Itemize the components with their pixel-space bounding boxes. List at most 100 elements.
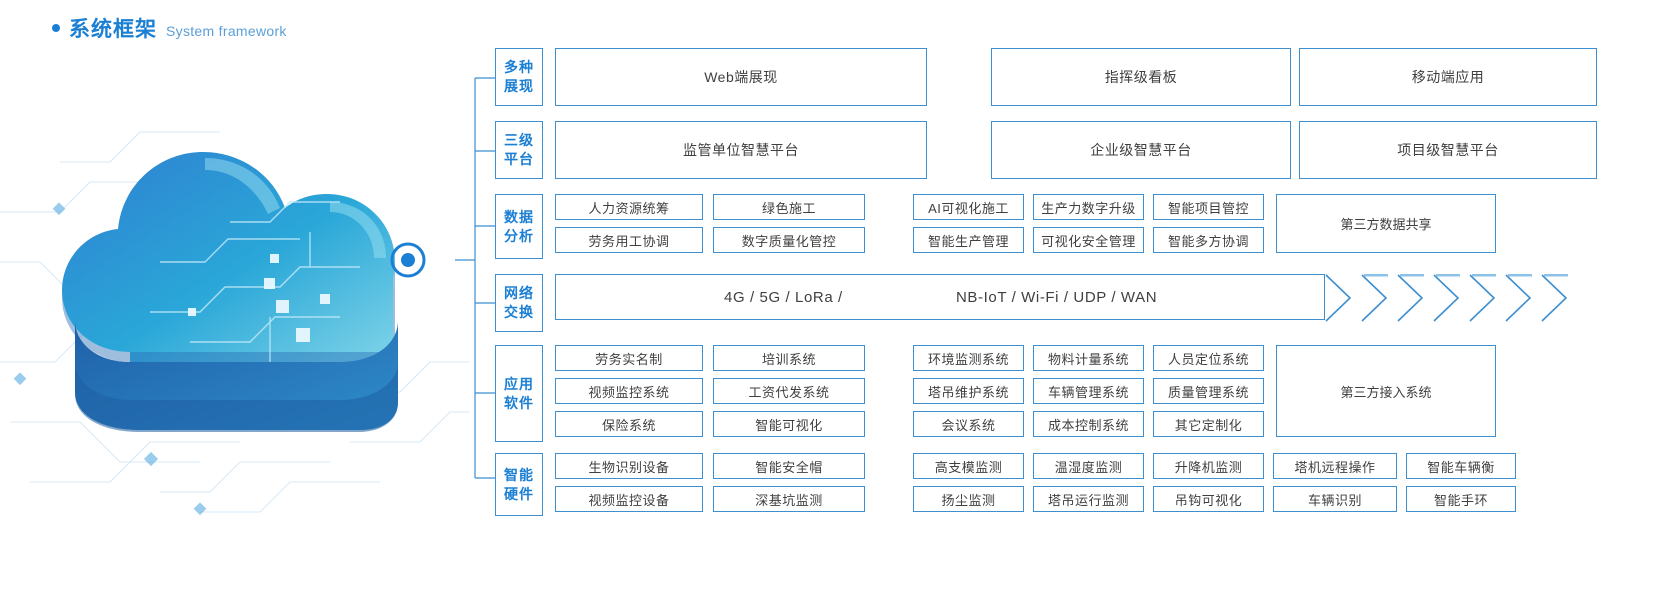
cell-digital-quality[interactable]: 数字质量化管控 (713, 227, 865, 253)
group-green: 绿色施工 数字质量化管控 (713, 194, 865, 259)
cell-temp-humidity-monitor[interactable]: 温湿度监测 (1033, 453, 1144, 479)
cell-video-monitor-dev[interactable]: 视频监控设备 (555, 486, 703, 512)
cell-meeting-sys[interactable]: 会议系统 (913, 411, 1024, 437)
cell-insurance-sys[interactable]: 保险系统 (555, 411, 703, 437)
cell-deep-pit-monitor[interactable]: 深基坑监测 (713, 486, 865, 512)
row-spacer (865, 194, 913, 259)
cell-vehicle-mgmt-sys[interactable]: 车辆管理系统 (1033, 378, 1144, 404)
chevron-arrows-icon (1325, 274, 1568, 322)
row-label-application-software: 应用 软件 (495, 345, 543, 442)
cell-smart-helmet[interactable]: 智能安全帽 (713, 453, 865, 479)
cell-smart-multiparty[interactable]: 智能多方协调 (1153, 227, 1264, 253)
row-label-line2: 软件 (504, 394, 534, 411)
page-title-en: System framework (166, 23, 287, 39)
cell-env-monitor-sys[interactable]: 环境监测系统 (913, 345, 1024, 371)
cell-third-party-access-system[interactable]: 第三方接入系统 (1276, 345, 1496, 437)
row-label-platform: 三级 平台 (495, 121, 543, 179)
row-label-line1: 三级 (504, 132, 534, 148)
cell-ai-visual-construction[interactable]: AI可视化施工 (913, 194, 1024, 220)
row-body-data-analysis: 人力资源统筹 劳务用工协调 绿色施工 数字质量化管控 AI可视化施工 智能生产管… (555, 194, 1496, 259)
cell-smart-production-mgmt[interactable]: 智能生产管理 (913, 227, 1024, 253)
row-spacer (865, 453, 913, 516)
cell-third-party-data-sharing[interactable]: 第三方数据共享 (1276, 194, 1496, 253)
row-label-line1: 智能 (504, 466, 534, 483)
row-label-line2: 硬件 (504, 485, 534, 502)
row-body-application-software: 劳务实名制 视频监控系统 保险系统 培训系统 工资代发系统 智能可视化 环境监测… (555, 345, 1496, 442)
group-temp-hw: 温湿度监测 塔吊运行监测 (1033, 453, 1144, 516)
group-hr: 人力资源统筹 劳务用工协调 (555, 194, 703, 259)
cell-other-custom[interactable]: 其它定制化 (1153, 411, 1264, 437)
cell-training-sys[interactable]: 培训系统 (713, 345, 865, 371)
cell-smart-wristband[interactable]: 智能手环 (1406, 486, 1516, 512)
cell-enterprise-platform[interactable]: 企业级智慧平台 (991, 121, 1291, 179)
row-network: 网络 交换 4G / 5G / LoRa / NB-IoT / Wi-Fi / … (495, 274, 1568, 332)
group-bio-hw: 生物识别设备 视频监控设备 (555, 453, 703, 516)
cell-quality-mgmt-sys[interactable]: 质量管理系统 (1153, 378, 1264, 404)
cell-lift-monitor[interactable]: 升降机监测 (1153, 453, 1264, 479)
network-text-b: NB-IoT / Wi-Fi / UDP / WAN (956, 288, 1158, 306)
cell-smart-visual[interactable]: 智能可视化 (713, 411, 865, 437)
cell-productivity-upgrade[interactable]: 生产力数字升级 (1033, 194, 1144, 220)
group-tower-hw: 塔机远程操作 车辆识别 (1273, 453, 1397, 516)
cell-visual-safety-mgmt[interactable]: 可视化安全管理 (1033, 227, 1144, 253)
cell-command-dashboard[interactable]: 指挥级看板 (991, 48, 1291, 106)
cell-labor-realname[interactable]: 劳务实名制 (555, 345, 703, 371)
group-project-control: 智能项目管控 智能多方协调 (1153, 194, 1264, 259)
framework-diagram: 多种 展现 Web端展现 指挥级看板 移动端应用 三级 平台 监管单位智慧平台 … (455, 48, 1597, 516)
cell-hr-planning[interactable]: 人力资源统筹 (555, 194, 703, 220)
row-label-data-analysis: 数据 分析 (495, 194, 543, 259)
cell-video-monitor-sys[interactable]: 视频监控系统 (555, 378, 703, 404)
cell-payroll-sys[interactable]: 工资代发系统 (713, 378, 865, 404)
group-material-apps: 物料计量系统 车辆管理系统 成本控制系统 (1033, 345, 1144, 442)
cell-vehicle-recognition[interactable]: 车辆识别 (1273, 486, 1397, 512)
cell-green-construction[interactable]: 绿色施工 (713, 194, 865, 220)
row-label-line1: 应用 (504, 375, 534, 392)
row-label-line1: 网络 (504, 285, 534, 301)
group-env-apps: 环境监测系统 塔吊维护系统 会议系统 (913, 345, 1024, 442)
connector-lines (455, 77, 495, 479)
cell-personnel-locate-sys[interactable]: 人员定位系统 (1153, 345, 1264, 371)
row-presentation: 多种 展现 Web端展现 指挥级看板 移动端应用 (495, 48, 1605, 106)
group-training-apps: 培训系统 工资代发系统 智能可视化 (713, 345, 865, 442)
network-text-a: 4G / 5G / LoRa / (724, 288, 843, 306)
group-ai: AI可视化施工 智能生产管理 (913, 194, 1024, 259)
network-bar: 4G / 5G / LoRa / NB-IoT / Wi-Fi / UDP / … (555, 274, 1568, 322)
page-title-cn: 系统框架 (69, 18, 157, 41)
cell-mobile-app[interactable]: 移动端应用 (1299, 48, 1597, 106)
cell-regulator-platform[interactable]: 监管单位智慧平台 (555, 121, 927, 179)
row-body-platform: 监管单位智慧平台 企业级智慧平台 项目级智慧平台 (555, 121, 1605, 179)
cell-web-display[interactable]: Web端展现 (555, 48, 927, 106)
cell-high-formwork-monitor[interactable]: 高支模监测 (913, 453, 1024, 479)
cloud-illustration (0, 131, 470, 516)
row-label-line1: 多种 (504, 59, 534, 75)
cell-material-measure-sys[interactable]: 物料计量系统 (1033, 345, 1144, 371)
group-formwork-hw: 高支模监测 扬尘监测 (913, 453, 1024, 516)
row-label-line2: 平台 (504, 151, 534, 167)
group-helmet-hw: 智能安全帽 深基坑监测 (713, 453, 865, 516)
row-spacer (865, 345, 913, 442)
group-productivity: 生产力数字升级 可视化安全管理 (1033, 194, 1144, 259)
row-platform: 三级 平台 监管单位智慧平台 企业级智慧平台 项目级智慧平台 (495, 121, 1605, 179)
cell-labor-coord[interactable]: 劳务用工协调 (555, 227, 703, 253)
cell-smart-project-control[interactable]: 智能项目管控 (1153, 194, 1264, 220)
cell-biometric-device[interactable]: 生物识别设备 (555, 453, 703, 479)
row-body-network: 4G / 5G / LoRa / NB-IoT / Wi-Fi / UDP / … (555, 274, 1568, 332)
group-weighbridge-hw: 智能车辆衡 智能手环 (1406, 453, 1516, 516)
row-label-smart-hardware: 智能 硬件 (495, 453, 543, 516)
group-personnel-apps: 人员定位系统 质量管理系统 其它定制化 (1153, 345, 1264, 442)
row-smart-hardware: 智能 硬件 生物识别设备 视频监控设备 智能安全帽 深基坑监测 高支模监测 (495, 453, 1516, 516)
row-label-line2: 分析 (504, 227, 534, 244)
row-body-presentation: Web端展现 指挥级看板 移动端应用 (555, 48, 1605, 106)
cell-crane-operation-monitor[interactable]: 塔吊运行监测 (1033, 486, 1144, 512)
cell-tower-remote-operation[interactable]: 塔机远程操作 (1273, 453, 1397, 479)
cell-cost-control-sys[interactable]: 成本控制系统 (1033, 411, 1144, 437)
row-label-line2: 交换 (504, 304, 534, 320)
row-application-software: 应用 软件 劳务实名制 视频监控系统 保险系统 培训系统 工资代发系统 智能可视… (495, 345, 1496, 442)
cell-hook-visualization[interactable]: 吊钩可视化 (1153, 486, 1264, 512)
cell-project-platform[interactable]: 项目级智慧平台 (1299, 121, 1597, 179)
group-lift-hw: 升降机监测 吊钩可视化 (1153, 453, 1264, 516)
cell-crane-maint-sys[interactable]: 塔吊维护系统 (913, 378, 1024, 404)
cell-dust-monitor[interactable]: 扬尘监测 (913, 486, 1024, 512)
cell-smart-weighbridge[interactable]: 智能车辆衡 (1406, 453, 1516, 479)
